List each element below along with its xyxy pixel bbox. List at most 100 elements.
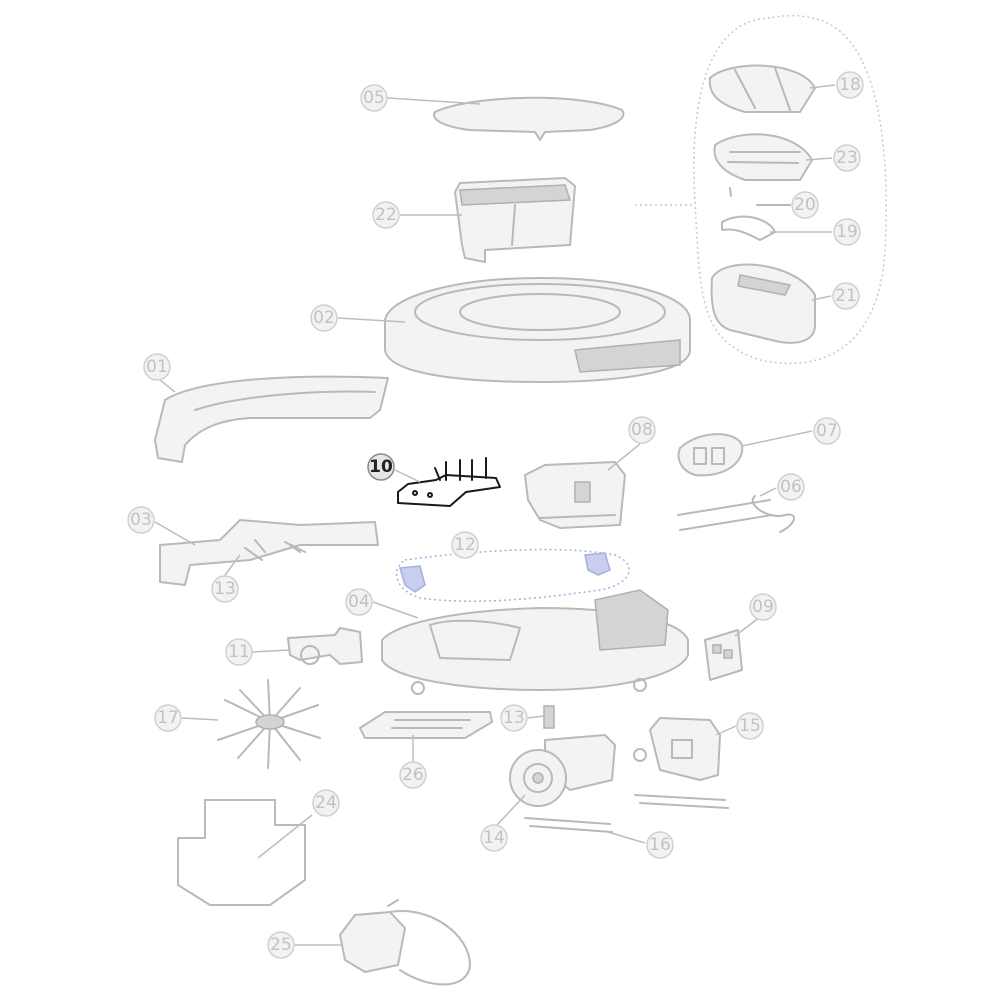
callout-24: 24 [312, 789, 340, 817]
part-wheel-module-right [633, 717, 721, 781]
svg-text:16: 16 [649, 835, 671, 855]
part-10-highlighted [397, 457, 501, 507]
svg-text:01: 01 [146, 357, 168, 377]
part-cable [677, 495, 795, 533]
callout-26: 26 [399, 761, 427, 789]
leader-05 [387, 97, 481, 105]
callout-09: 09 [749, 593, 777, 621]
part-base-chassis [381, 589, 689, 695]
svg-text:09: 09 [752, 597, 774, 617]
callout-19: 19 [833, 218, 861, 246]
callout-05: 05 [360, 84, 388, 112]
callout-18: 18 [836, 71, 864, 99]
svg-text:04: 04 [348, 592, 370, 612]
svg-text:24: 24 [315, 793, 337, 813]
callout-17: 17 [154, 704, 182, 732]
part-cleaning-head [524, 461, 626, 529]
leader-02 [337, 317, 406, 323]
part-mop-cover [708, 64, 816, 113]
part-manual [177, 799, 306, 906]
part-side-brush [217, 679, 321, 769]
callout-21: 21 [832, 282, 860, 310]
leader-23 [805, 157, 833, 161]
svg-text:15: 15 [739, 716, 761, 736]
leader-01 [159, 379, 176, 393]
part-sensor [677, 433, 744, 477]
callout-01: 01 [143, 353, 171, 381]
svg-text:20: 20 [794, 195, 816, 215]
leader-18 [809, 84, 836, 89]
callout-15: 15 [736, 712, 764, 740]
svg-text:21: 21 [835, 286, 857, 306]
part-spring-bracket [244, 541, 306, 561]
leader-21 [811, 295, 832, 301]
leader-17 [181, 717, 219, 721]
callout-22: 22 [372, 201, 400, 229]
leader-07 [741, 430, 813, 447]
part-bracket [159, 519, 379, 586]
leader-06 [759, 487, 777, 497]
svg-text:05: 05 [363, 88, 385, 108]
leader-24 [257, 814, 313, 859]
part-main-shell [384, 277, 691, 383]
callout-08: 08 [628, 416, 656, 444]
svg-text:22: 22 [375, 205, 397, 225]
leader-13b [527, 715, 545, 719]
svg-text:12: 12 [454, 535, 476, 555]
callout-10: 10 [367, 453, 395, 481]
leader-11 [251, 649, 291, 653]
part-screw [729, 187, 791, 206]
part-mop-plate [713, 133, 813, 181]
svg-text:14: 14 [483, 828, 505, 848]
leader-08 [607, 443, 641, 471]
callout-06: 06 [777, 473, 805, 501]
svg-text:17: 17 [157, 708, 179, 728]
callout-04: 04 [345, 588, 373, 616]
leader-15 [715, 725, 737, 736]
leader-09 [734, 616, 761, 637]
part-top-cover [433, 96, 625, 141]
part-belt [395, 548, 630, 602]
callout-14: 14 [480, 824, 508, 852]
callout-23: 23 [833, 144, 861, 172]
callout-12: 12 [451, 531, 479, 559]
svg-text:18: 18 [839, 75, 861, 95]
callout-16: 16 [646, 831, 674, 859]
callout-11: 11 [225, 638, 253, 666]
svg-text:07: 07 [816, 421, 838, 441]
leader-14 [496, 794, 526, 826]
svg-text:19: 19 [836, 222, 858, 242]
svg-text:02: 02 [313, 308, 335, 328]
part-side-brush-motor [287, 627, 363, 665]
svg-text:03: 03 [130, 510, 152, 530]
leader-13a [224, 554, 241, 576]
part-charger [339, 899, 471, 986]
callout-02: 02 [310, 304, 338, 332]
part-water-tank [710, 263, 816, 344]
leader-16 [607, 831, 646, 844]
svg-text:06: 06 [780, 477, 802, 497]
svg-text:10: 10 [369, 457, 393, 477]
callout-25: 25 [267, 931, 295, 959]
part-rails [524, 794, 729, 833]
svg-text:26: 26 [402, 765, 424, 785]
leader-10 [394, 469, 421, 483]
part-dust-bin [454, 177, 576, 263]
part-spring-lower [543, 705, 555, 729]
svg-text:25: 25 [270, 935, 292, 955]
part-connector [704, 629, 743, 681]
callout-20: 20 [791, 191, 819, 219]
accessory-group-outline [693, 14, 887, 365]
callout-13-upper: 13 [211, 575, 239, 603]
callout-13-lower: 13 [500, 704, 528, 732]
part-filter-tray [359, 711, 493, 739]
svg-text:08: 08 [631, 420, 653, 440]
leader-03 [154, 521, 196, 546]
part-clip [721, 215, 776, 241]
svg-text:11: 11 [228, 642, 250, 662]
svg-text:23: 23 [836, 148, 858, 168]
callout-07: 07 [813, 417, 841, 445]
part-front-bumper [154, 375, 389, 463]
